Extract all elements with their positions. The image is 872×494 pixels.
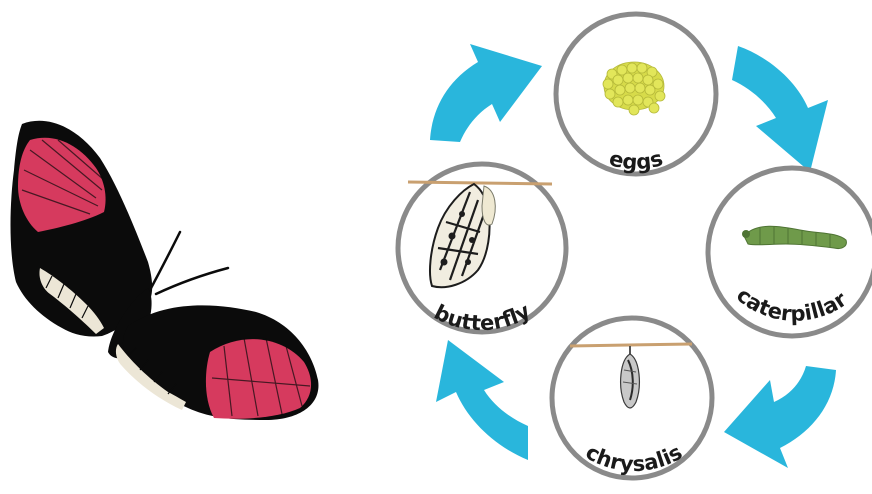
arrow-eggs-to-caterpillar <box>732 46 828 172</box>
arrow-butterfly-to-eggs <box>430 44 542 142</box>
stage-butterfly: butterfly <box>398 164 566 335</box>
stage-eggs: eggs <box>556 14 716 174</box>
butterfly-illustration <box>11 121 319 420</box>
stage-label-eggs: eggs <box>607 146 666 174</box>
arrow-caterpillar-to-chrysalis <box>724 366 836 468</box>
stage-caterpillar: caterpillar <box>708 168 872 336</box>
stage-chrysalis: chrysalis <box>552 318 712 478</box>
arrow-chrysalis-to-butterfly <box>436 340 528 460</box>
